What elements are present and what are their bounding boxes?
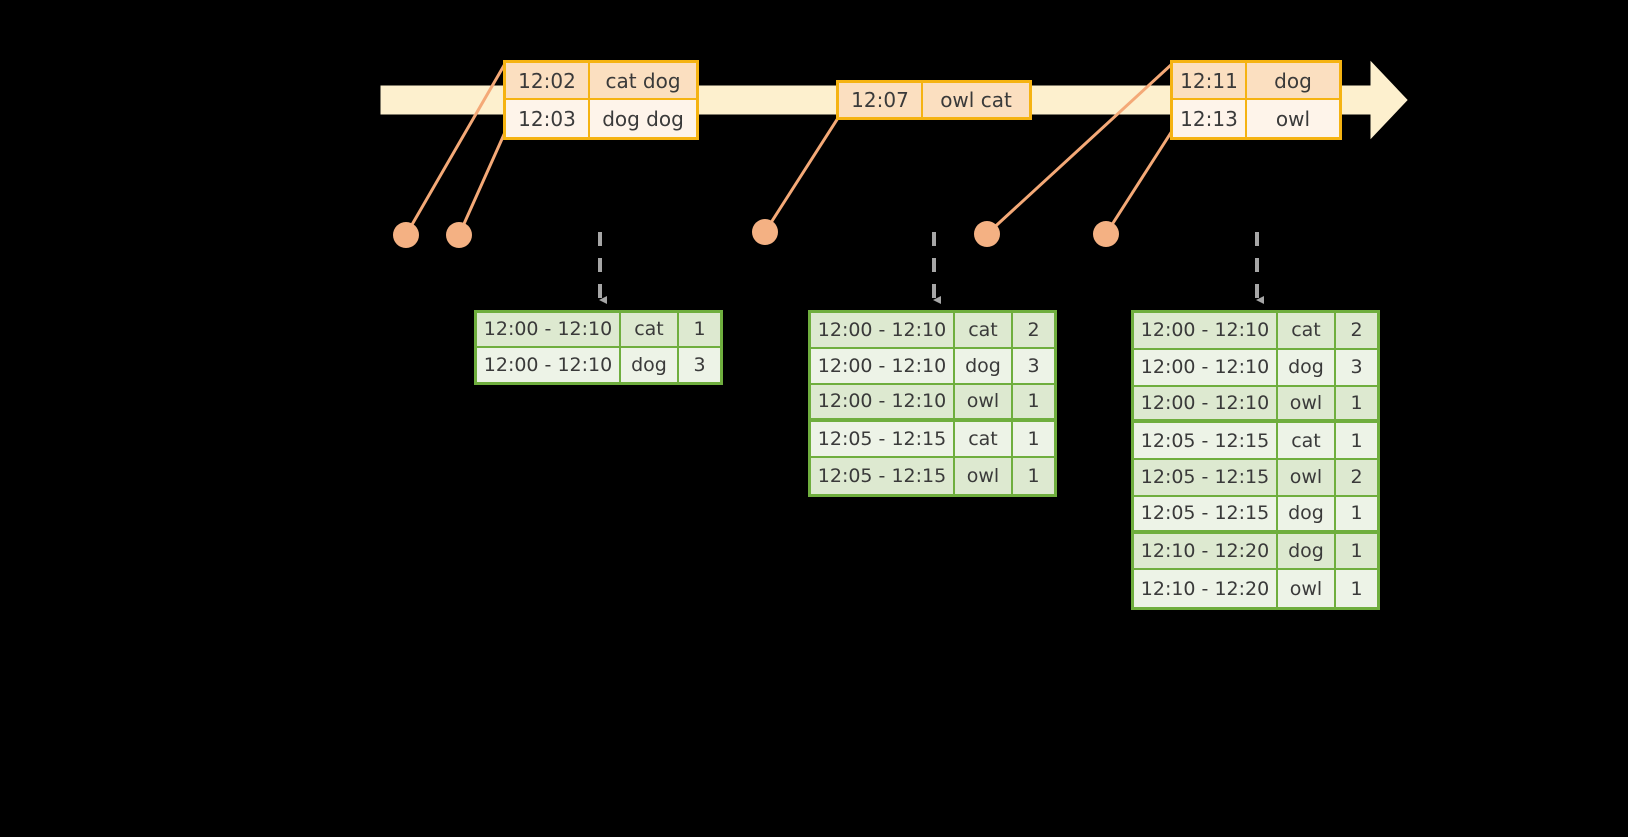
table-cell-window: 12:00 - 12:10 bbox=[1134, 386, 1278, 420]
table-cell-window: 12:05 - 12:15 bbox=[1134, 460, 1278, 495]
table-cell-count: 3 bbox=[693, 353, 706, 376]
table-cell-window: 12:05 - 12:15 bbox=[1134, 496, 1278, 530]
table-cell-count: 3 bbox=[1350, 356, 1363, 379]
table-cell-count: 1 bbox=[1027, 427, 1040, 450]
table-cell-word: owl bbox=[1278, 460, 1336, 495]
table-row: 12:00 - 12:10 owl 1 bbox=[1134, 386, 1377, 424]
event-dot-5 bbox=[1093, 221, 1119, 247]
table-row: 12:00 - 12:10 owl 1 bbox=[811, 385, 1054, 422]
table-row: 12:00 - 12:10 cat 1 bbox=[477, 313, 720, 348]
table-row: 12:10 - 12:20 owl 1 bbox=[1134, 570, 1377, 607]
event-words: owl cat bbox=[940, 88, 1012, 112]
result-table-2: 12:00 - 12:10 cat 2 12:00 - 12:10 dog 3 … bbox=[808, 310, 1057, 497]
table-cell-window: 12:00 - 12:10 bbox=[477, 313, 621, 346]
table-cell-word: owl bbox=[1278, 570, 1336, 607]
event-time: 12:02 bbox=[506, 63, 590, 98]
event-time: 12:07 bbox=[839, 83, 923, 117]
table-cell-word: dog bbox=[1278, 533, 1336, 569]
event-words: dog bbox=[1274, 68, 1312, 93]
table-cell-word: dog bbox=[1278, 496, 1336, 530]
result-table-3: 12:00 - 12:10 cat 2 12:00 - 12:10 dog 3 … bbox=[1131, 310, 1380, 610]
table-cell-count: 2 bbox=[1350, 319, 1363, 342]
table-row: 12:00 - 12:10 cat 2 bbox=[811, 313, 1054, 350]
table-cell-word: dog bbox=[1278, 349, 1336, 385]
table-cell-word: owl bbox=[955, 457, 1013, 494]
table-cell-window: 12:00 - 12:10 bbox=[811, 349, 955, 384]
event-dots bbox=[393, 219, 1119, 248]
table-cell-window: 12:00 - 12:10 bbox=[1134, 349, 1278, 385]
dashed-arrows bbox=[598, 232, 1264, 304]
table-cell-count: 1 bbox=[1350, 577, 1363, 600]
event-time: 12:03 bbox=[506, 100, 590, 137]
table-cell-window: 12:05 - 12:15 bbox=[1134, 423, 1278, 458]
table-row: 12:05 - 12:15 cat 1 bbox=[1134, 423, 1377, 460]
connector-line-5 bbox=[1104, 129, 1174, 236]
event-dot-4 bbox=[974, 221, 1000, 247]
table-cell-word: owl bbox=[1278, 386, 1336, 420]
table-cell-word: cat bbox=[955, 313, 1013, 348]
table-cell-word: cat bbox=[955, 421, 1013, 456]
event-words: dog dog bbox=[602, 106, 684, 131]
table-cell-count: 2 bbox=[1027, 319, 1040, 342]
table-cell-count: 1 bbox=[1027, 464, 1040, 487]
table-cell-count: 2 bbox=[1350, 466, 1363, 489]
event-dot-1 bbox=[393, 222, 419, 248]
table-cell-window: 12:05 - 12:15 bbox=[811, 421, 955, 456]
table-cell-window: 12:00 - 12:10 bbox=[811, 385, 955, 418]
event-row: 12:13 owl bbox=[1173, 100, 1339, 137]
table-cell-word: cat bbox=[621, 313, 679, 346]
event-time: 12:13 bbox=[1173, 100, 1247, 137]
event-row: 12:07 owl cat bbox=[839, 83, 1029, 117]
table-row: 12:05 - 12:15 owl 2 bbox=[1134, 460, 1377, 497]
table-row: 12:00 - 12:10 dog 3 bbox=[1134, 349, 1377, 387]
table-cell-word: dog bbox=[621, 347, 679, 382]
table-cell-count: 3 bbox=[1027, 355, 1040, 378]
connector-line-2 bbox=[457, 128, 508, 237]
table-row: 12:05 - 12:15 cat 1 bbox=[811, 421, 1054, 458]
event-row: 12:02 cat dog bbox=[506, 63, 696, 100]
table-cell-count: 1 bbox=[1350, 502, 1363, 525]
event-dot-2 bbox=[446, 222, 472, 248]
table-row: 12:00 - 12:10 dog 3 bbox=[811, 349, 1054, 386]
table-cell-window: 12:00 - 12:10 bbox=[811, 313, 955, 348]
event-box-2: 12:07 owl cat bbox=[836, 80, 1032, 120]
event-row: 12:03 dog dog bbox=[506, 100, 696, 137]
event-dot-3 bbox=[752, 219, 778, 245]
connector-line-3 bbox=[763, 116, 840, 234]
table-row: 12:10 - 12:20 dog 1 bbox=[1134, 533, 1377, 571]
table-cell-word: cat bbox=[1278, 423, 1336, 458]
table-row: 12:00 - 12:10 dog 3 bbox=[477, 347, 720, 382]
table-row: 12:05 - 12:15 owl 1 bbox=[811, 457, 1054, 494]
table-cell-count: 1 bbox=[1350, 429, 1363, 452]
table-cell-word: dog bbox=[955, 349, 1013, 384]
table-cell-window: 12:05 - 12:15 bbox=[811, 457, 955, 494]
table-cell-count: 1 bbox=[693, 318, 706, 341]
table-row: 12:05 - 12:15 dog 1 bbox=[1134, 496, 1377, 534]
event-time: 12:11 bbox=[1173, 63, 1247, 98]
table-cell-count: 1 bbox=[1350, 391, 1363, 414]
table-row: 12:00 - 12:10 cat 2 bbox=[1134, 313, 1377, 350]
connector-line-1 bbox=[404, 60, 508, 237]
event-row: 12:11 dog bbox=[1173, 63, 1339, 100]
table-cell-word: owl bbox=[955, 385, 1013, 418]
event-words: cat dog bbox=[605, 68, 681, 93]
table-cell-window: 12:00 - 12:10 bbox=[1134, 313, 1278, 348]
event-words: owl bbox=[1275, 106, 1311, 131]
table-cell-window: 12:10 - 12:20 bbox=[1134, 570, 1278, 607]
table-cell-count: 1 bbox=[1350, 539, 1363, 562]
table-cell-window: 12:00 - 12:10 bbox=[477, 347, 621, 382]
table-cell-window: 12:10 - 12:20 bbox=[1134, 533, 1278, 569]
result-table-1: 12:00 - 12:10 cat 1 12:00 - 12:10 dog 3 bbox=[474, 310, 723, 385]
table-cell-word: cat bbox=[1278, 313, 1336, 348]
table-cell-count: 1 bbox=[1027, 390, 1040, 413]
event-box-1: 12:02 cat dog 12:03 dog dog bbox=[503, 60, 699, 140]
event-box-3: 12:11 dog 12:13 owl bbox=[1170, 60, 1342, 140]
